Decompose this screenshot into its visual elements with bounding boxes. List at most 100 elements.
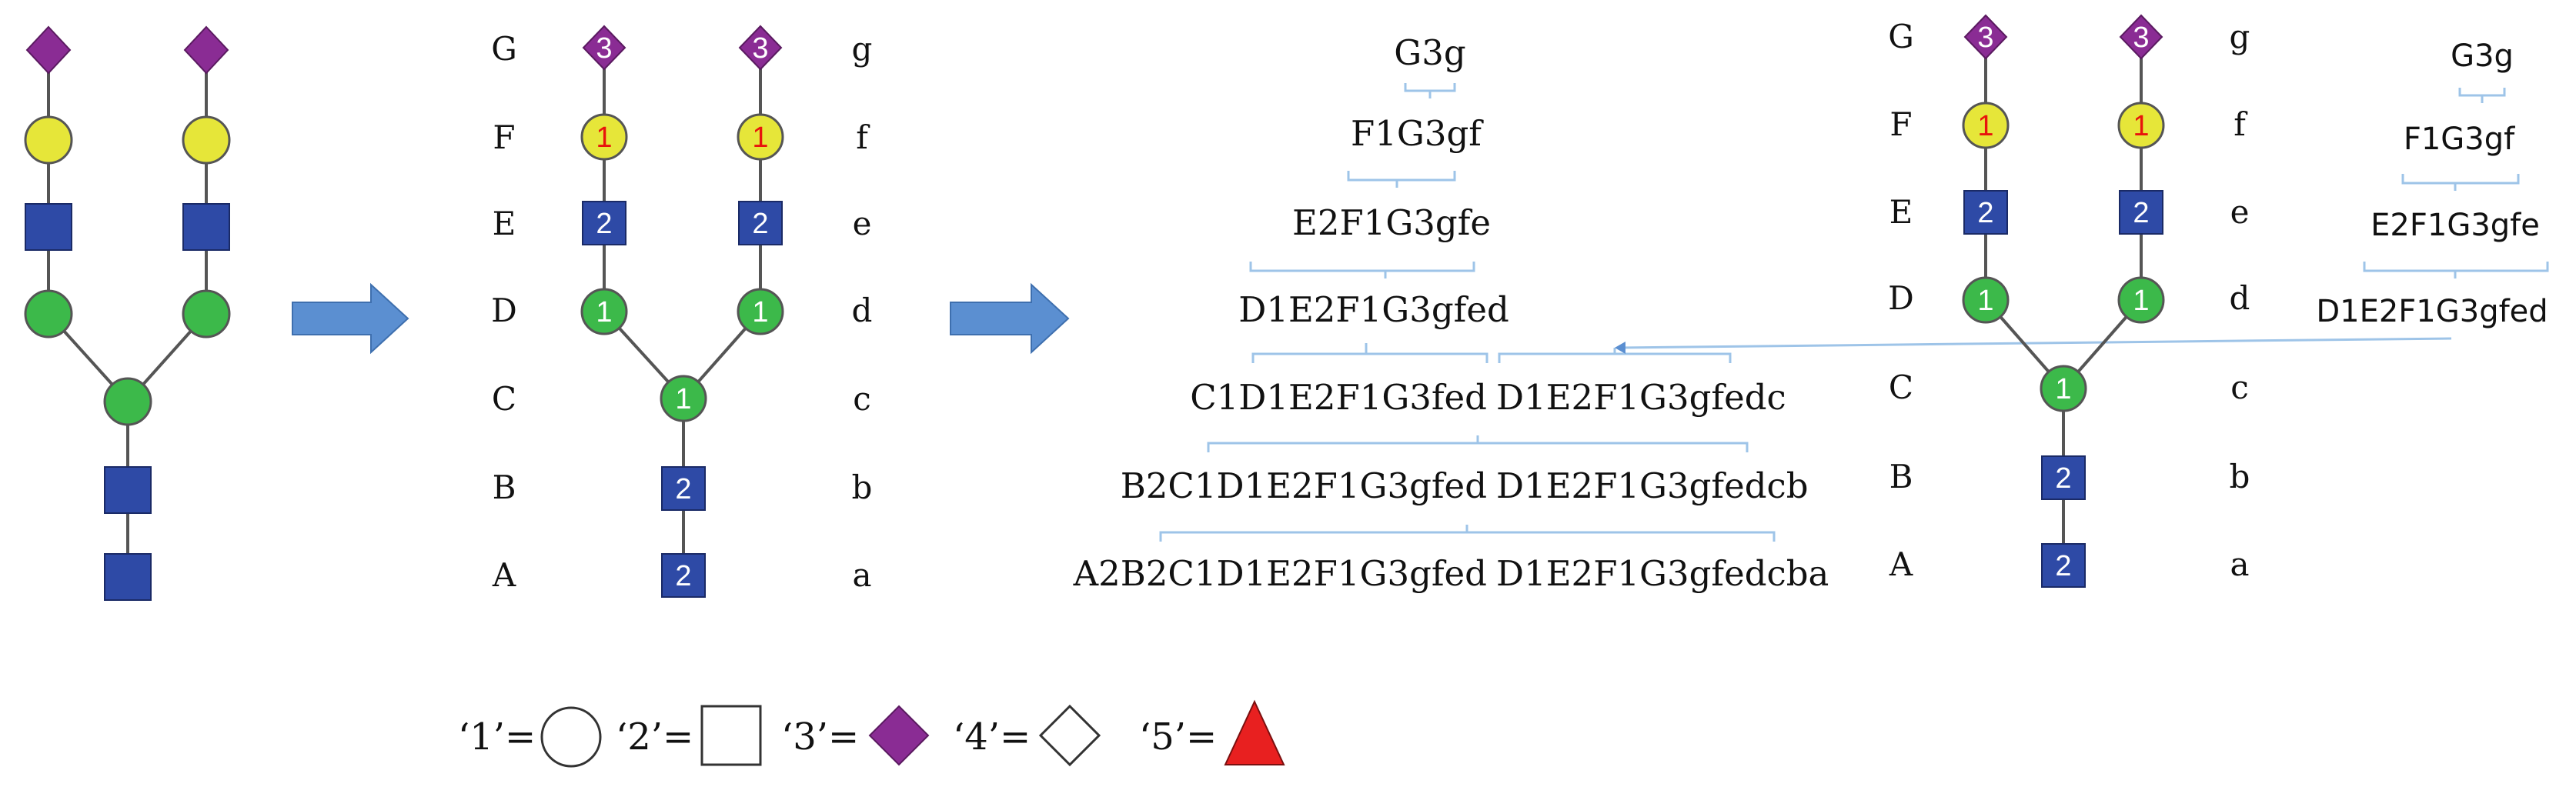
square-node-icon: [104, 553, 152, 601]
node-number: 1: [596, 122, 612, 154]
level-label-right: f: [2234, 105, 2248, 143]
node-number: 2: [2055, 462, 2071, 495]
level-label-left: F: [1889, 105, 1912, 143]
level-label-right: f: [856, 118, 870, 156]
code-f1g3gf-right: F1G3gf: [2404, 122, 2515, 157]
legend-label: ‘5’=: [1139, 715, 1217, 759]
level-label-left: A: [492, 556, 516, 594]
code-b-right: D1E2F1G3gfedcb: [1496, 465, 1809, 506]
circle-node-icon: [24, 289, 73, 338]
level-label-left: C: [1889, 368, 1913, 406]
diamond-outline-shape-icon: [1038, 704, 1101, 767]
level-label-left: D: [491, 292, 517, 329]
diamond-node-icon: [183, 25, 229, 75]
node-number: 1: [2133, 285, 2149, 317]
node-number: 1: [1977, 285, 1993, 317]
legend-label: ‘3’=: [781, 715, 859, 759]
code-g3g: G3g: [1394, 32, 1465, 73]
code-d1e2f1g3gfed-right: D1E2F1G3gfed: [2316, 294, 2548, 329]
square-node-icon: [582, 201, 626, 245]
circle-node-icon: [660, 375, 707, 422]
circle-node-icon: [737, 288, 784, 335]
node-number: 2: [1977, 197, 1993, 229]
square-node-icon: [2041, 543, 2086, 588]
code-b-left: B2C1D1E2F1G3gfed: [1121, 465, 1487, 506]
square-node-icon: [738, 201, 783, 245]
circle-node-icon: [24, 115, 73, 165]
level-label-left: G: [491, 30, 517, 68]
shape-legend: ‘1’= ‘2’= ‘3’= ‘4’= ‘5’=: [458, 699, 1285, 768]
level-label-left: D: [1888, 279, 1914, 317]
code-d1e2f1g3gfed: D1E2F1G3gfed: [1238, 289, 1509, 330]
code-c-right: D1E2F1G3gfedc: [1496, 377, 1786, 418]
square-node-icon: [104, 466, 152, 514]
square-node-icon: [2119, 190, 2163, 235]
circle-node-icon: [580, 113, 628, 161]
right-arrow-icon: [950, 282, 1070, 355]
level-label-left: F: [493, 118, 515, 156]
level-label-right: b: [852, 469, 873, 506]
circle-node-icon: [2117, 276, 2165, 324]
level-label-right: g: [2230, 18, 2250, 55]
circle-node-icon: [1962, 276, 2010, 324]
level-label-left: G: [1888, 18, 1914, 55]
code-a-right: D1E2F1G3gfedcba: [1496, 553, 1829, 594]
code-g3g-right: G3g: [2451, 38, 2514, 74]
diamond-shape-icon: [868, 705, 930, 766]
diamond-node-icon: [1963, 14, 2008, 60]
circle-node-icon: [2117, 102, 2165, 149]
node-number: 3: [596, 32, 612, 65]
node-number: 1: [675, 383, 691, 415]
node-number: 3: [2133, 22, 2149, 54]
node-number: 3: [752, 32, 768, 65]
pane-numbered-glycan: G F E D C B A g f e d c b a 3 3: [491, 25, 873, 598]
node-number: 1: [2055, 373, 2071, 405]
node-number: 2: [675, 560, 691, 592]
legend-label: ‘1’=: [458, 715, 536, 759]
diamond-node-icon: [738, 25, 783, 71]
square-node-icon: [1963, 190, 2008, 235]
code-e2f1g3gfe-right: E2F1G3gfe: [2371, 208, 2540, 243]
pane-code-derivation: G3g F1G3gf E2F1G3gfe D1E2F1G3gfed C1D1E2…: [1073, 32, 2452, 594]
level-label-left: C: [492, 380, 516, 418]
level-label-right: c: [2230, 368, 2249, 406]
level-label-right: a: [852, 556, 871, 594]
right-arrow-icon: [292, 282, 409, 355]
node-number: 1: [2133, 110, 2149, 142]
circle-node-icon: [182, 115, 231, 165]
circle-node-icon: [580, 288, 628, 335]
square-shape-icon: [700, 705, 762, 766]
node-number: 2: [2055, 550, 2071, 582]
legend-label: ‘4’=: [953, 715, 1031, 759]
circle-node-icon: [2040, 365, 2087, 412]
square-node-icon: [182, 203, 230, 251]
square-node-icon: [661, 553, 706, 598]
level-label-right: d: [2230, 279, 2250, 317]
node-number: 1: [752, 122, 768, 154]
level-label-left: B: [493, 469, 516, 506]
circle-node-icon: [182, 289, 231, 338]
square-node-icon: [25, 203, 72, 251]
level-label-right: c: [853, 380, 871, 418]
node-number: 2: [675, 473, 691, 505]
node-number: 1: [596, 296, 612, 328]
level-label-right: a: [2230, 545, 2249, 583]
level-label-right: e: [2230, 193, 2250, 231]
circle-node-icon: [103, 377, 152, 426]
triangle-shape-icon: [1224, 699, 1285, 765]
node-number: 3: [1977, 22, 1993, 54]
circle-node-icon: [737, 113, 784, 161]
node-number: 1: [752, 296, 768, 328]
code-a-left: A2B2C1D1E2F1G3gfed: [1073, 553, 1487, 594]
circle-shape-icon: [540, 706, 602, 768]
node-number: 1: [1977, 110, 1993, 142]
square-node-icon: [661, 466, 706, 511]
legend-label: ‘2’=: [616, 715, 693, 759]
level-label-left: B: [1889, 458, 1913, 495]
diamond-node-icon: [2119, 14, 2163, 60]
level-label-left: A: [1889, 545, 1913, 583]
node-number: 2: [2133, 197, 2149, 229]
level-label-right: g: [852, 30, 873, 68]
code-e2f1g3gfe: E2F1G3gfe: [1292, 202, 1491, 243]
